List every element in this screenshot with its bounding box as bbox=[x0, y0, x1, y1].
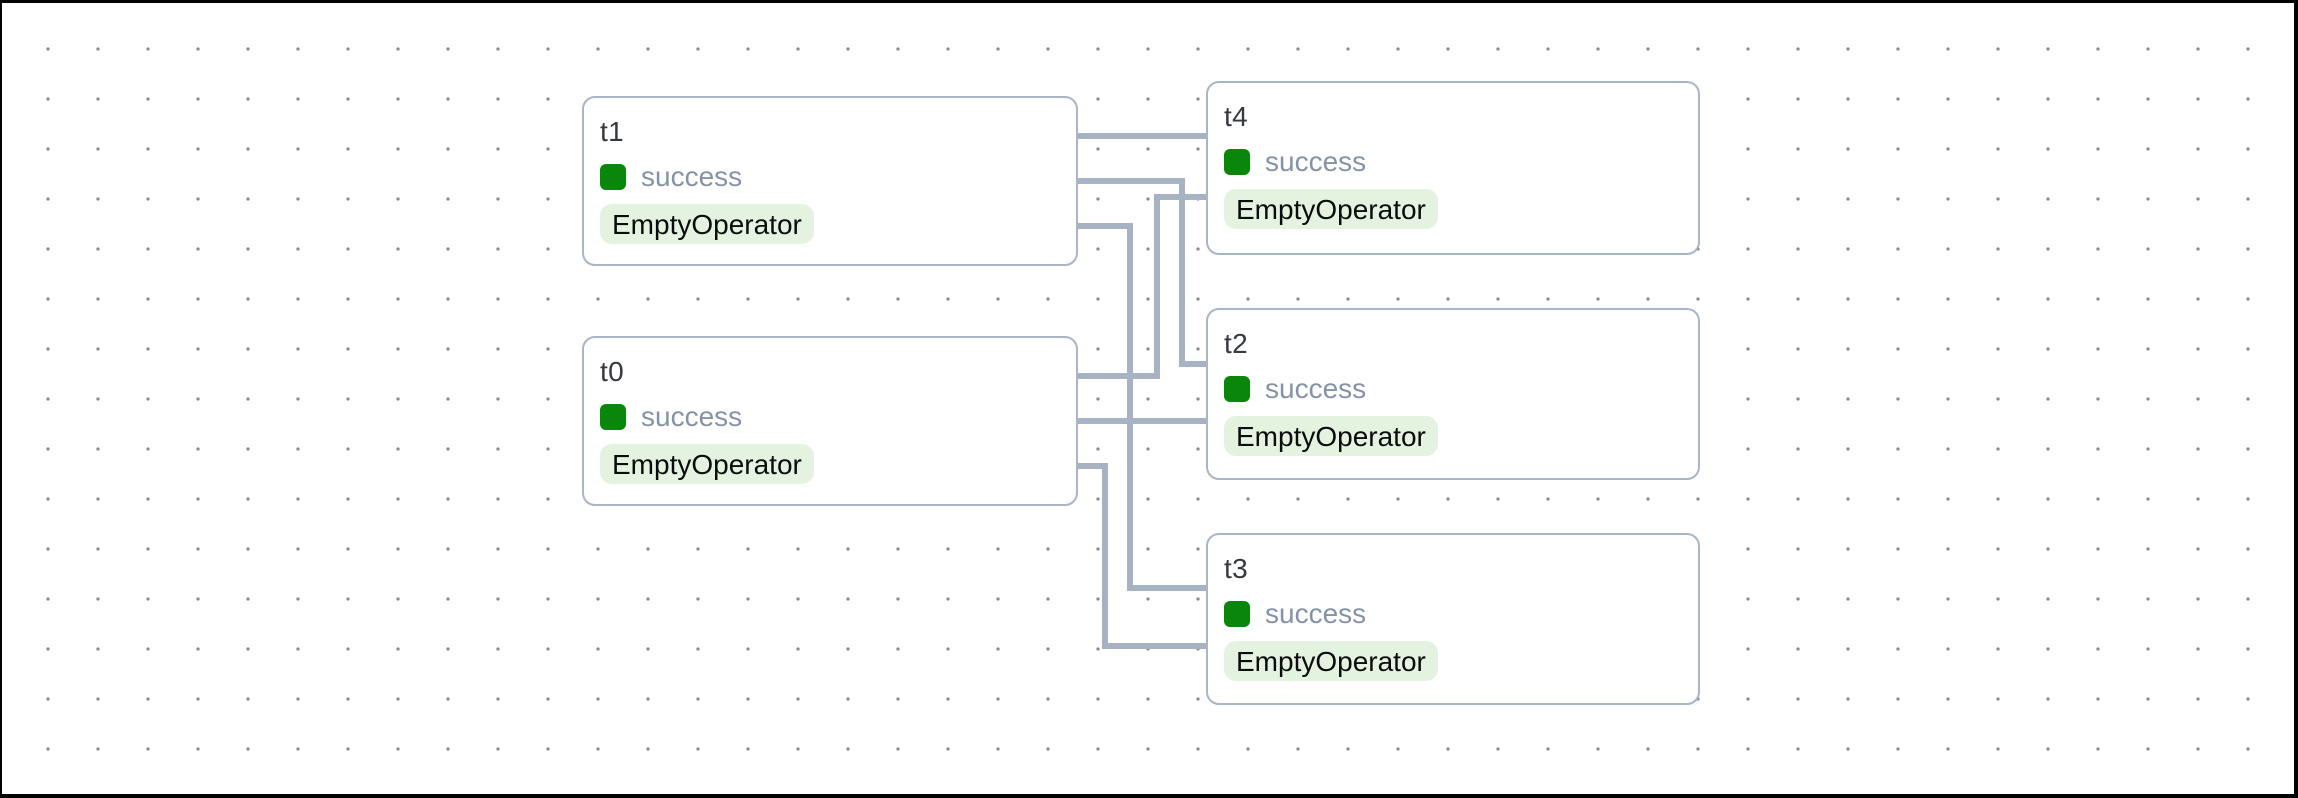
edge-t1-t2 bbox=[1078, 178, 1206, 367]
operator-badge: EmptyOperator bbox=[600, 204, 814, 244]
task-status-row: success bbox=[1224, 374, 1682, 404]
task-id-label: t2 bbox=[1224, 328, 1248, 359]
operator-row: EmptyOperator bbox=[1224, 641, 1682, 681]
success-status-icon bbox=[1224, 149, 1250, 175]
task-status-row: success bbox=[1224, 599, 1682, 629]
operator-row: EmptyOperator bbox=[600, 444, 1060, 484]
operator-badge: EmptyOperator bbox=[1224, 189, 1438, 229]
edge-t0-t3 bbox=[1078, 463, 1206, 649]
operator-row: EmptyOperator bbox=[600, 204, 1060, 244]
task-id-label: t1 bbox=[600, 116, 624, 147]
task-id-label: t4 bbox=[1224, 101, 1248, 132]
operator-row: EmptyOperator bbox=[1224, 189, 1682, 229]
task-status-label: success bbox=[1265, 598, 1367, 629]
task-status-row: success bbox=[600, 162, 1060, 192]
success-status-icon bbox=[600, 404, 626, 430]
task-id-label: t3 bbox=[1224, 553, 1248, 584]
success-status-icon bbox=[1224, 376, 1250, 402]
task-status-label: success bbox=[641, 161, 743, 192]
task-status-row: success bbox=[600, 402, 1060, 432]
edge-t1-t3 bbox=[1078, 223, 1206, 591]
task-status-label: success bbox=[1265, 373, 1367, 404]
task-status-label: success bbox=[1265, 146, 1367, 177]
operator-badge: EmptyOperator bbox=[1224, 641, 1438, 681]
edge-t0-t4 bbox=[1078, 194, 1206, 379]
task-status-row: success bbox=[1224, 147, 1682, 177]
operator-badge: EmptyOperator bbox=[600, 444, 814, 484]
task-status-label: success bbox=[641, 401, 743, 432]
success-status-icon bbox=[1224, 601, 1250, 627]
operator-row: EmptyOperator bbox=[1224, 416, 1682, 456]
task-id-label: t0 bbox=[600, 356, 624, 387]
edges-layer bbox=[1078, 133, 1206, 649]
success-status-icon bbox=[600, 164, 626, 190]
operator-badge: EmptyOperator bbox=[1224, 416, 1438, 456]
